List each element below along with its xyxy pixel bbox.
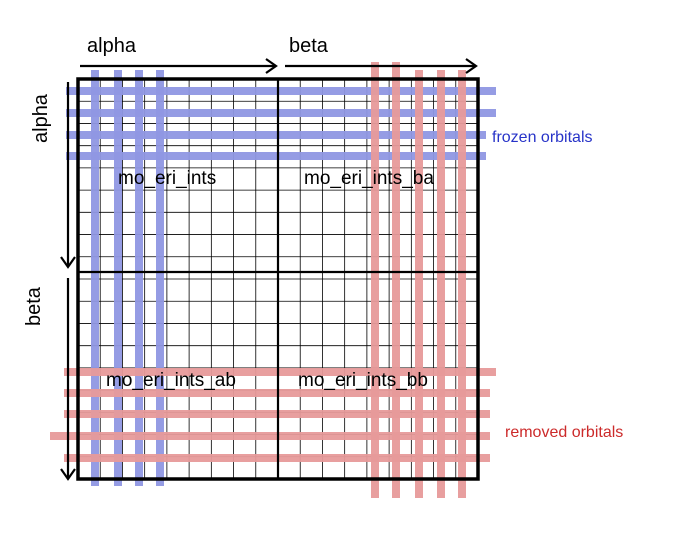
left-alpha-label: alpha <box>30 93 52 143</box>
removed-orbitals-label: removed orbitals <box>505 424 623 441</box>
block-label-alpha-alpha: mo_eri_ints <box>118 168 216 189</box>
top-arrows <box>80 58 478 74</box>
block-label-beta-alpha: mo_eri_ints_ba <box>304 168 434 189</box>
top-beta-label: beta <box>289 35 329 57</box>
alpha-arrowhead-left <box>60 256 76 269</box>
frozen-bands <box>66 70 496 486</box>
alpha-arrowhead-top <box>265 58 278 74</box>
left-beta-label: beta <box>23 286 45 326</box>
beta-arrowhead-left <box>60 468 76 481</box>
beta-arrowhead-top <box>465 58 478 74</box>
left-arrows <box>60 82 76 481</box>
top-alpha-label: alpha <box>87 35 137 57</box>
frozen-orbitals-label: frozen orbitals <box>492 129 593 146</box>
block-label-alpha-beta: mo_eri_ints_ab <box>106 370 236 391</box>
block-label-beta-beta: mo_eri_ints_bb <box>298 370 428 391</box>
